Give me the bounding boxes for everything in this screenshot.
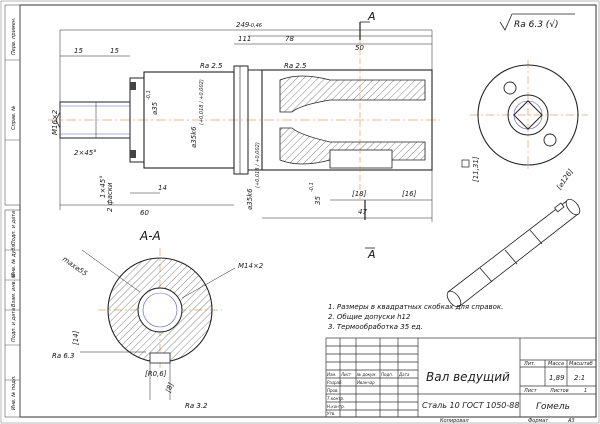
dim-35b: 35	[314, 196, 322, 205]
dim-35b-tol: -0,1	[309, 182, 315, 192]
thread-m14: M14×2	[238, 262, 264, 270]
dim-d35k6b: ⌀35k6	[246, 188, 254, 210]
roughness-text: Ra 6.3 (√)	[514, 19, 559, 30]
tb-material: Сталь 10 ГОСТ 1050-88	[422, 401, 519, 410]
shaft-main-view: А А	[48, 10, 440, 261]
tb-format: Формат	[528, 418, 549, 424]
dim-47: 47	[358, 208, 367, 216]
tb-role: Н.контр.	[327, 404, 345, 409]
dim-d35k6: ⌀35k6	[190, 126, 198, 148]
section-mark-a-top: А	[367, 10, 376, 23]
roughness-symbol: Ra 6.3 (√)	[499, 13, 575, 31]
section-a-a: А-А max⌀55 M14×2 [14] Ra 6.3 [R0,6] [8] …	[52, 229, 264, 410]
tb-row-label: Лист	[340, 372, 352, 377]
dim-d35a-tol: -0,1	[146, 90, 152, 100]
dim-60: 60	[140, 209, 149, 217]
dim-14: 14	[158, 184, 167, 192]
strip-label: Справ. №	[11, 106, 17, 130]
dim-11-31: [11,31]	[472, 156, 480, 182]
tb-role: Разраб.	[327, 380, 343, 385]
end-view: [11,31] [⌀126]	[461, 60, 588, 191]
dim-chamfer-note: 2 фаски	[106, 182, 114, 212]
dim-78: 78	[285, 35, 294, 43]
strip-label: Инв. № дубл.	[11, 243, 17, 277]
strip-label: Подп. и дата	[11, 211, 17, 245]
notes: 1. Размеры в квадратных скобках для спра…	[328, 303, 503, 331]
dim-d35k6b-tol: (+0,018 / +0,002)	[255, 142, 261, 188]
dim-d126: [⌀126]	[555, 167, 575, 191]
isometric-shaft	[446, 198, 581, 308]
max-dia: max⌀55	[61, 255, 89, 278]
note-3: 3. Термообработка 35 ед.	[328, 323, 423, 331]
section-title: А-А	[139, 229, 161, 243]
tb-lit-header: Лит.	[523, 361, 536, 367]
dimension-texts: 249 -0,46 111 78 50 15 15 M16×2 2×45° 1×…	[51, 21, 417, 217]
dim-15a: 15	[74, 47, 83, 55]
ra-2-5-b: Ra 2.5	[284, 62, 307, 70]
r06: [R0,6]	[145, 370, 167, 378]
strip-label: Взам. инв. №	[11, 273, 17, 307]
strip-label: Перв. примен.	[11, 17, 17, 55]
dim-overall-tol: -0,46	[249, 23, 262, 29]
tb-copied: Копировал	[440, 418, 469, 424]
title-block-texts: Вал ведущий Сталь 10 ГОСТ 1050-88 Гомель…	[327, 361, 593, 424]
dim-d35a: ⌀35	[151, 101, 159, 115]
tb-mass: 1,89	[549, 374, 565, 382]
tb-format-val: А3	[567, 418, 575, 424]
dim-18: [18]	[352, 190, 367, 198]
dim-111: 111	[238, 35, 251, 43]
dim-50: 50	[355, 44, 364, 52]
dim-d35k6-tol: (+0,018 / +0,002)	[199, 79, 205, 125]
side-strip: Перв. примен. Справ. № Подп. и дата Инв.…	[4, 4, 21, 418]
ra-2-5-a: Ra 2.5	[200, 62, 223, 70]
tb-row-label: Дата	[398, 372, 410, 377]
tb-mass-header: Масса	[548, 361, 564, 367]
dim-15b: 15	[110, 47, 119, 55]
tb-sheets: 1	[584, 388, 587, 394]
tb-scale-header: Масштаб	[569, 361, 593, 367]
tb-role: Т.контр.	[327, 396, 344, 401]
title-block	[325, 337, 597, 418]
ra-3-2-sec: Ra 3.2	[185, 402, 208, 410]
dim-14-sec: [14]	[72, 330, 80, 345]
tb-scale: 2:1	[574, 374, 585, 382]
tb-sheet-label: Лист	[523, 388, 538, 394]
dim-chamfer2: 1×45°	[99, 175, 107, 198]
dim-overall: 249	[236, 21, 250, 29]
tb-row-label: Изм.	[327, 372, 336, 377]
dim-m16: M16×2	[51, 109, 59, 135]
tb-sheets-label: Листов	[549, 388, 569, 394]
section-mark-a-bottom: А	[367, 248, 376, 261]
tb-org: Гомель	[536, 402, 570, 412]
ra-6-3-sec: Ra 6.3	[52, 352, 75, 360]
note-2: 2. Общие допуски h12	[328, 313, 411, 321]
strip-label: Инв. № подл.	[11, 376, 17, 411]
tb-role-person: Иванчар	[357, 380, 375, 385]
dimension-lines	[59, 29, 433, 222]
tb-row-label: Подп.	[381, 372, 393, 377]
tb-role: Пров.	[327, 388, 339, 393]
dim-chamfer1: 2×45°	[74, 149, 97, 157]
tb-role: Утв.	[327, 411, 335, 416]
dim-16: [16]	[402, 190, 417, 198]
strip-label: Подп. и дата	[11, 308, 17, 342]
tb-name: Вал ведущий	[426, 370, 510, 384]
tb-row-label: № докум.	[356, 372, 377, 377]
note-1: 1. Размеры в квадратных скобках для спра…	[328, 303, 503, 311]
